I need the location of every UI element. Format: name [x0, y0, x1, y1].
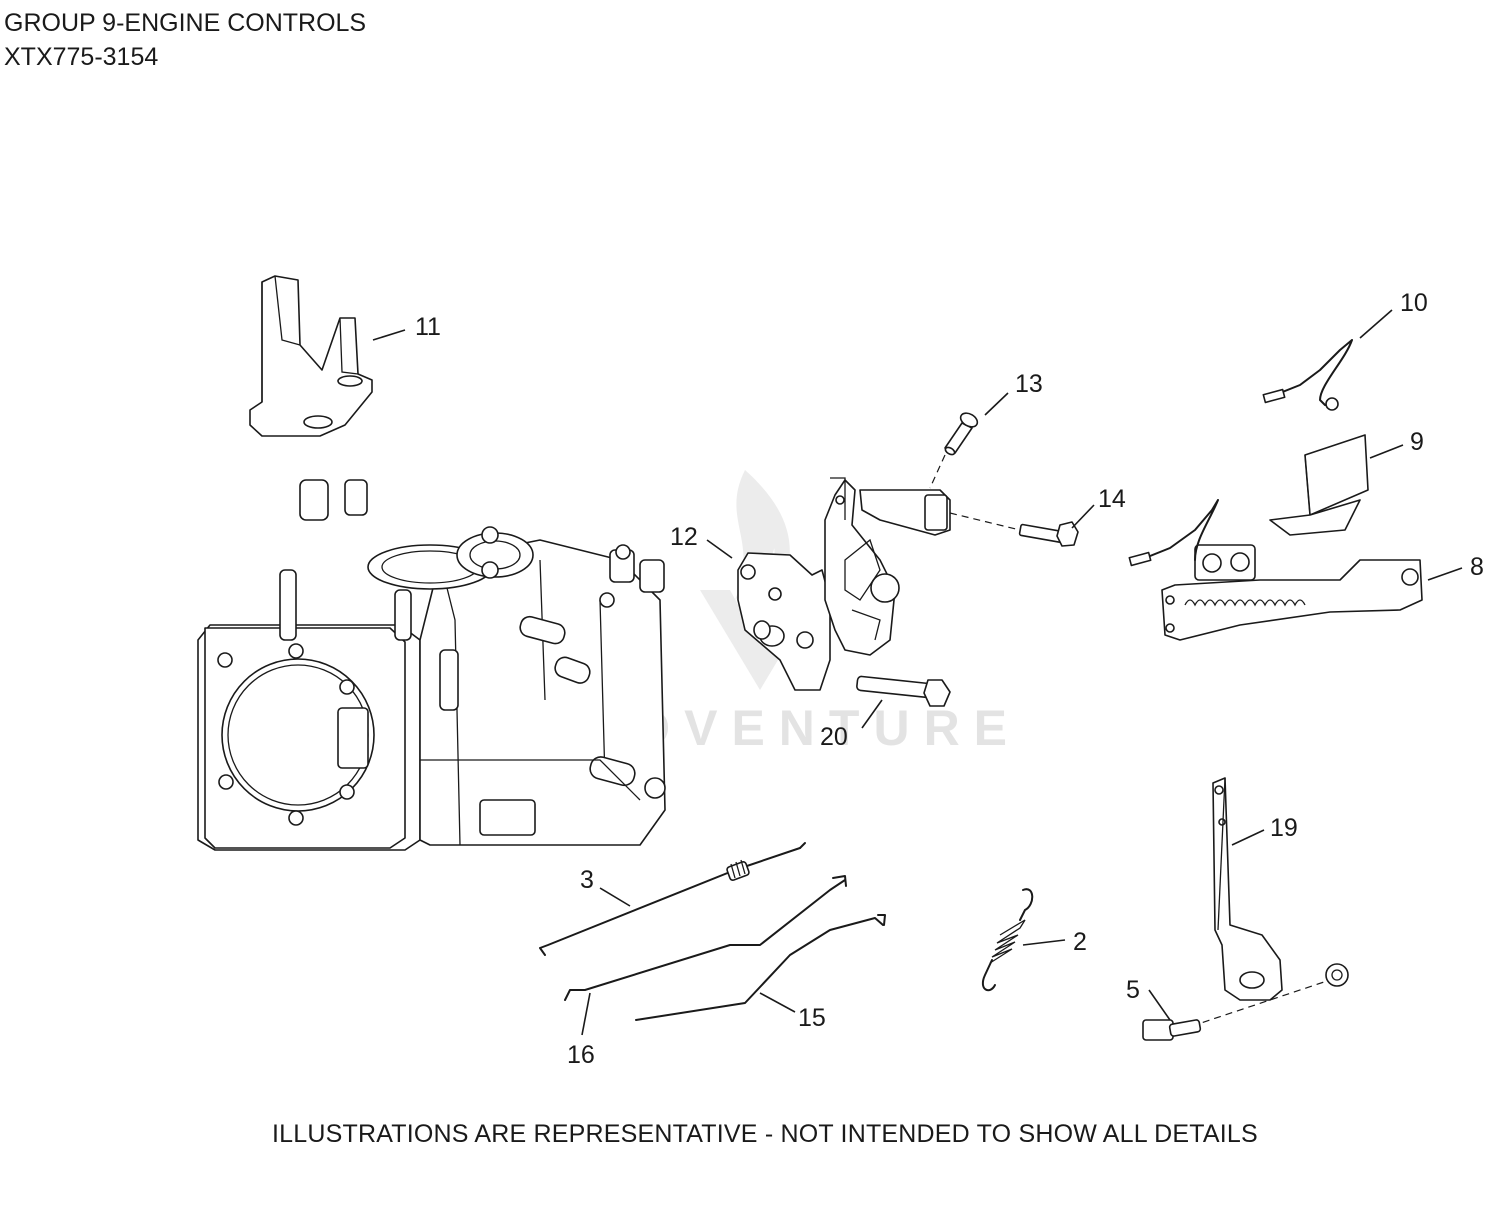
part-5-pin[interactable]: [1142, 963, 1349, 1041]
part-3-spring-rod[interactable]: [539, 842, 806, 956]
callout-14: 14: [1098, 485, 1126, 513]
part-8-governor-bracket[interactable]: [1128, 499, 1423, 641]
engine-block[interactable]: [197, 479, 666, 851]
part-14-bolt[interactable]: [949, 512, 1079, 547]
part-13-shoulder-bolt[interactable]: [929, 410, 980, 489]
callout-12: 12: [670, 523, 698, 551]
part-11-bracket[interactable]: [249, 275, 373, 437]
model-number: XTX775-3154: [4, 43, 159, 71]
callout-10: 10: [1400, 289, 1428, 317]
part-15-link-rod[interactable]: [635, 914, 886, 1021]
callout-leaders: [372, 309, 1463, 1036]
callout-8: 8: [1470, 553, 1484, 581]
part-10-wire-lead[interactable]: [1262, 339, 1353, 411]
callout-19: 19: [1270, 814, 1298, 842]
callout-13: 13: [1015, 370, 1043, 398]
callout-labels: 11 13 10 9 14 12 8 20 19 3 2 5 15 16: [415, 289, 1484, 1069]
part-12-control-plate[interactable]: [737, 477, 951, 691]
callout-16: 16: [567, 1041, 595, 1069]
part-16-link-rod[interactable]: [564, 875, 847, 1001]
callout-11: 11: [415, 313, 441, 341]
callout-2: 2: [1073, 928, 1087, 956]
callout-20: 20: [820, 723, 848, 751]
callout-3: 3: [580, 866, 594, 894]
part-19-control-lever[interactable]: [1212, 777, 1283, 1001]
part-20-bolt[interactable]: [856, 675, 951, 707]
callout-5: 5: [1126, 976, 1140, 1004]
header: GROUP 9-ENGINE CONTROLS XTX775-3154: [4, 6, 366, 74]
group-title: GROUP 9-ENGINE CONTROLS: [4, 9, 367, 37]
disclaimer-note: ILLUSTRATIONS ARE REPRESENTATIVE - NOT I…: [272, 1120, 1258, 1148]
callout-15: 15: [798, 1004, 826, 1032]
part-9-shield[interactable]: [1269, 434, 1369, 536]
part-2-extension-spring[interactable]: [981, 888, 1034, 992]
callout-9: 9: [1410, 428, 1424, 456]
